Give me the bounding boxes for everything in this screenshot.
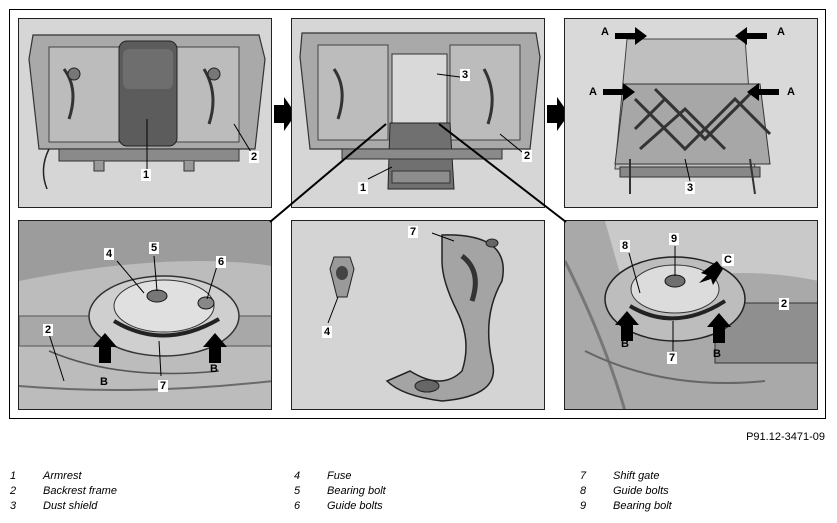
callout-2: 2 [43,324,54,336]
backrest-dust-shield-drawing [292,19,544,207]
callout-6: 6 [216,256,227,268]
callout-2: 2 [522,150,533,162]
callout-c: C [722,254,734,266]
panel-parts: 7 4 [291,220,545,410]
next-step-arrow-icon [274,97,296,131]
callout-9: 9 [669,233,680,245]
callout-2: 2 [249,151,260,163]
callout-b: B [713,348,721,360]
parts-drawing [292,221,544,409]
callout-3: 3 [460,69,471,81]
callout-1: 1 [141,169,152,181]
panel-right-bearing-detail: 9 8 C 2 B 7 B [564,220,818,410]
callout-a: A [589,86,597,98]
panel-left-bearing-detail: 5 4 6 2 B 7 B [18,220,272,410]
callout-5: 5 [149,242,160,254]
panel-backrest-dust-shield: 3 1 2 [291,18,545,208]
callout-4: 4 [322,326,333,338]
callout-b: B [100,376,108,388]
left-bearing-drawing [19,221,271,409]
callout-a: A [601,26,609,38]
callout-7: 7 [667,352,678,364]
panel-backrest-armrest: 1 2 [18,18,272,208]
callout-7: 7 [408,226,419,238]
right-bearing-drawing [565,221,817,409]
figure-reference: P91.12-3471-09 [746,431,825,443]
callout-2: 2 [779,298,790,310]
callout-7: 7 [158,380,169,392]
callout-3: 3 [685,182,696,194]
callout-4: 4 [104,248,115,260]
callout-b: B [621,338,629,350]
callout-1: 1 [358,182,369,194]
dust-shield-drawing [565,19,817,207]
next-step-arrow-icon [547,97,569,131]
callout-a: A [777,26,785,38]
panel-dust-shield-removal: A A A A 3 [564,18,818,208]
callout-8: 8 [620,240,631,252]
callout-a: A [787,86,795,98]
callout-b: B [210,363,218,375]
